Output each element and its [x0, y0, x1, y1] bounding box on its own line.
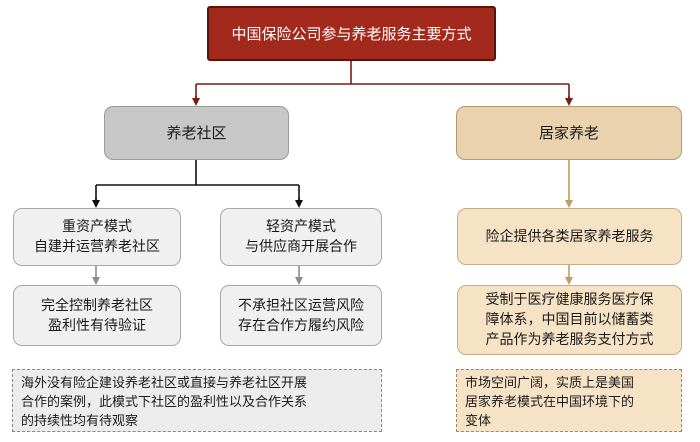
root-label: 中国保险公司参与养老服务主要方式 [231, 24, 472, 43]
home-payment-line-3: 产品作为养老服务支付方式 [485, 332, 654, 348]
community-note-line-3: 的持续性均有待观察 [21, 414, 139, 429]
light-asset-title: 轻资产模式 [266, 219, 336, 235]
root-connector [195, 61, 570, 104]
light-result-line-1: 不承担社区运营风险 [238, 297, 364, 314]
community-box: 养老社区 [104, 106, 289, 160]
home-care-box: 居家养老 [456, 106, 682, 160]
root-box: 中国保险公司参与养老服务主要方式 [207, 6, 496, 61]
community-note-line-1: 海外没有险企建设养老社区或直接与养老社区开展 [21, 376, 308, 391]
community-note: 海外没有险企建设养老社区或直接与养老社区开展 合作的案例，此模式下社区的盈利性以… [12, 369, 382, 432]
heavy-asset-title: 重资产模式 [62, 219, 132, 235]
heavy-result-line-1: 完全控制养老社区 [41, 297, 153, 314]
heavy-asset-box: 重资产模式 自建并运营养老社区 [13, 208, 181, 266]
light-result-line-2: 存在合作方履约风险 [238, 317, 364, 334]
heavy-result-line-2: 盈利性有待验证 [48, 317, 146, 334]
community-label: 养老社区 [166, 124, 227, 142]
light-result-box: 不承担社区运营风险 存在合作方履约风险 [220, 285, 382, 346]
community-connector [95, 160, 300, 206]
home-service-box: 险企提供各类居家养老服务 [457, 208, 682, 265]
heavy-asset-desc: 自建并运营养老社区 [34, 239, 160, 255]
home-payment-line-2: 障体系，中国目前以储蓄类 [485, 312, 654, 328]
home-payment-line-1: 受制于医疗健康服务医疗保 [485, 292, 654, 308]
heavy-result-box: 完全控制养老社区 盈利性有待验证 [13, 285, 181, 346]
community-note-line-2: 合作的案例，此模式下社区的盈利性以及合作关系 [21, 395, 308, 410]
home-payment-box: 受制于医疗健康服务医疗保 障体系，中国目前以储蓄类 产品作为养老服务支付方式 [457, 285, 682, 355]
home-note-line-1: 市场空间广阔，实质上是美国 [465, 376, 635, 391]
light-asset-box: 轻资产模式 与供应商开展合作 [220, 208, 382, 266]
home-care-label: 居家养老 [538, 124, 599, 142]
home-note-line-3: 变体 [465, 414, 492, 429]
home-note-line-2: 居家养老模式在中国环境下的 [465, 395, 635, 410]
light-asset-desc: 与供应商开展合作 [245, 239, 357, 255]
home-service-text: 险企提供各类居家养老服务 [485, 228, 654, 245]
home-note: 市场空间广阔，实质上是美国 居家养老模式在中国环境下的 变体 [456, 369, 682, 432]
